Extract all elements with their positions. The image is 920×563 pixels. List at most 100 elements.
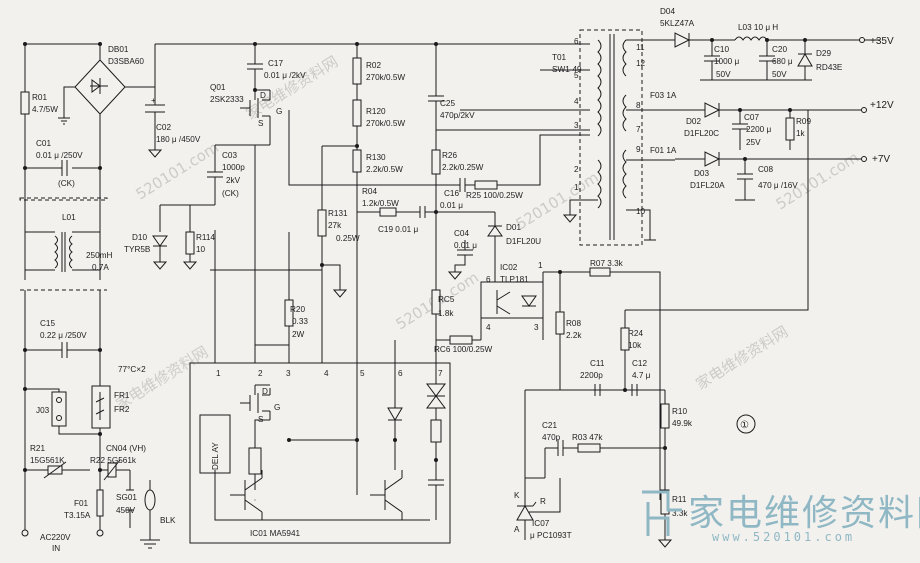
logo-url: www.520101.com	[712, 530, 856, 544]
label-d02: D02	[686, 117, 701, 126]
label-d03: D03	[694, 169, 709, 178]
label-l01: L01	[62, 213, 76, 222]
label-r22: R22 5G561k	[90, 456, 137, 465]
label-c01-value: 0.01 μ /250V	[36, 151, 83, 160]
label-c20: C20	[772, 45, 787, 54]
label-ic02-pin6: 6	[486, 275, 491, 284]
label-pin2: 2	[574, 165, 579, 174]
label-c02: C02	[156, 123, 171, 132]
label-ic01-pin2: 2	[258, 369, 263, 378]
label-sg01: SG01	[116, 493, 137, 502]
label-r20-value2: 2W	[292, 330, 305, 339]
label-rc5: RC5	[438, 295, 455, 304]
label-q01: Q01	[210, 83, 226, 92]
label-c19: C19 0.01 μ	[378, 225, 419, 234]
label-c17: C17	[268, 59, 283, 68]
primary-section	[154, 42, 590, 298]
label-pin4: 4	[574, 97, 579, 106]
label-r114-value: 10	[196, 245, 206, 254]
label-c25-value: 470p/2kV	[440, 111, 475, 120]
label-c04: C04	[454, 229, 469, 238]
label-f01: F01	[74, 499, 89, 508]
figure-number-circle	[736, 414, 756, 434]
label-ic02-pin3: 3	[534, 323, 539, 332]
label-fr2: FR2	[114, 405, 130, 414]
label-c08: C08	[758, 165, 773, 174]
label-c20-value1: 680 μ	[772, 57, 793, 66]
label-f03: F03 1A	[650, 91, 677, 100]
label-rc5-value: 1.8k	[438, 309, 454, 318]
label-fr-temp: 77°C×2	[118, 365, 146, 374]
label-r26-value: 2.2k/0.25W	[442, 163, 484, 172]
label-ic01-d: D	[262, 387, 268, 396]
label-r09-value: 1k	[796, 129, 806, 138]
feedback-section	[431, 211, 673, 548]
label-c15: C15	[40, 319, 55, 328]
label-r11-value: 3.3k	[672, 509, 688, 518]
label-ic01-pin5: 5	[360, 369, 365, 378]
label-sg01-value: 450V	[116, 506, 136, 515]
label-q01-g: G	[276, 107, 282, 116]
label-pin9: 9	[636, 145, 641, 154]
label-r25: R25 100/0.25W	[466, 191, 523, 200]
label-r24: R24	[628, 329, 643, 338]
label-ic01-pin7: 7	[438, 369, 443, 378]
site-logo: 家电维修资料网 www.520101.com	[638, 484, 920, 554]
label-c02-value: 180 μ /450V	[156, 135, 201, 144]
label-blk: BLK	[160, 516, 176, 525]
label-out-35v: +35V	[870, 36, 894, 47]
label-pin7: 7	[636, 125, 641, 134]
label-r07: R07 3.3k	[590, 259, 624, 268]
label-c16: C16	[444, 189, 459, 198]
label-db01-value: D3SBA60	[108, 57, 144, 66]
label-ic01-g: G	[274, 403, 280, 412]
label-r04-value: 1.2k/0.5W	[362, 199, 399, 208]
label-l03: L03 10 μ H	[738, 23, 778, 32]
label-r21-value: 15G561K	[30, 456, 65, 465]
label-d03-value: D1FL20A	[690, 181, 725, 190]
label-r04: R04	[362, 187, 377, 196]
svg-text:+: +	[151, 96, 156, 105]
label-q01-s: S	[258, 119, 264, 128]
resistor-r01	[20, 91, 30, 115]
label-d29-value: RD43E	[816, 63, 843, 72]
label-c03-value2: 2kV	[226, 176, 241, 185]
label-ic02: IC02	[500, 263, 518, 272]
label-r130-value: 2.2k/0.5W	[366, 165, 403, 174]
label-c10-value1: 1000 μ	[714, 57, 739, 66]
figure-number: ①	[740, 420, 749, 431]
label-r08: R08	[566, 319, 581, 328]
label-r120: R120	[366, 107, 386, 116]
watermark: 家电维修资料网	[693, 322, 792, 393]
label-ic07-a: A	[514, 525, 520, 534]
label-out-12v: +12V	[870, 100, 894, 111]
label-d01: D01	[506, 223, 521, 232]
label-q01-value: 2SK2333	[210, 95, 244, 104]
watermark: 家电维修资料网	[113, 342, 212, 413]
label-r120-value: 270k/0.5W	[366, 119, 405, 128]
label-pin8: 8	[636, 101, 641, 110]
label-r26: R26	[442, 151, 457, 160]
label-c03: C03	[222, 151, 237, 160]
label-pin5: 5	[574, 71, 579, 80]
label-l01-value2: 0.7A	[92, 263, 109, 272]
ic01-ma5941	[152, 145, 451, 544]
label-q01-d: D	[260, 91, 266, 100]
secondary-outputs	[625, 32, 880, 311]
label-r11: R11	[672, 495, 687, 504]
label-d04-value: 5KLZ47A	[660, 19, 695, 28]
label-delay: DEL AY	[211, 442, 220, 470]
label-c21-value: 470p	[542, 433, 561, 442]
label-ic01-s: S	[258, 415, 264, 424]
label-f01-value: T3.15A	[64, 511, 91, 520]
label-r131-value1: 27k	[328, 221, 342, 230]
component-labels: DB01 D3SBA60 R01 4.7/5W C02 180 μ /450V …	[30, 7, 894, 553]
label-j03: J03	[36, 406, 50, 415]
label-c17-value: 0.01 μ /2kV	[264, 71, 306, 80]
label-r01-value: 4.7/5W	[32, 105, 58, 114]
label-ic01: IC01 MA5941	[250, 529, 301, 538]
label-r131: R131	[328, 209, 348, 218]
label-r130: R130	[366, 153, 386, 162]
